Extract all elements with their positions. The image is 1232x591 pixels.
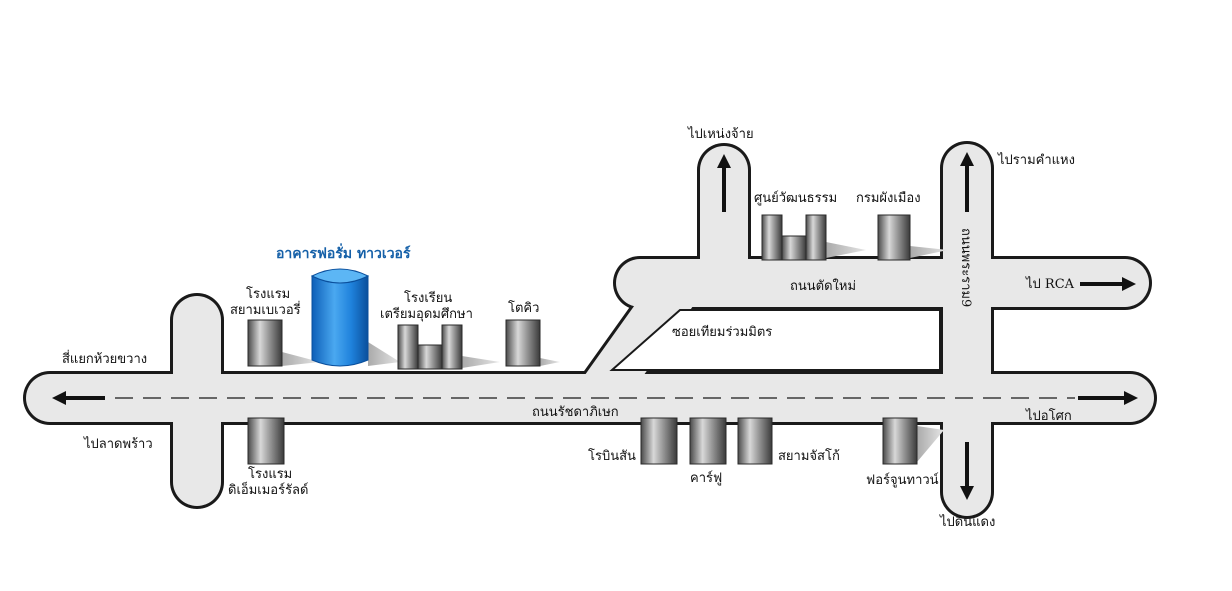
direction-south-label: ไปดินแดง <box>939 514 995 530</box>
building-cultural-3 <box>805 214 827 261</box>
direction-east-top-label: ไป RCA <box>1025 276 1075 292</box>
landmark-siam-bayview-line1: โรงแรม <box>246 286 290 302</box>
road-soi-label: ซอยเทียมร่วมมิตร <box>672 324 772 340</box>
building-triam-1 <box>397 324 419 370</box>
building-land-dept <box>877 214 911 261</box>
road-vertical-label: ถนนพระราม9 <box>958 228 973 307</box>
landmark-cultural: ศูนย์วัฒนธรรม <box>754 190 837 206</box>
building-cultural-1 <box>761 214 783 261</box>
building-carrefour <box>689 417 727 465</box>
direction-southwest-label: ไปลาดพร้าว <box>83 436 153 452</box>
direction-arrows <box>52 152 1138 500</box>
map-title: อาคารฟอรั่ม ทาวเวอร์ <box>276 243 411 262</box>
direction-north-label: ไปเหน่งจ้าย <box>687 126 754 142</box>
building-shadows <box>282 242 948 462</box>
building-jusco <box>737 417 773 465</box>
landmark-dm-resident-line2: ดิเอ็มเมอร์รัลด์ <box>228 480 308 498</box>
building-dm-resident <box>247 417 285 465</box>
landmark-dm-resident-line1: โรงแรม <box>248 466 292 482</box>
road-new-cut-label: ถนนตัดใหม่ <box>790 278 856 294</box>
landmark-triam-line2: เตรียมอุดมศึกษา <box>380 306 473 322</box>
landmark-robinson: โรบินสัน <box>588 448 636 464</box>
building-triam-3 <box>441 324 463 370</box>
direction-west-label: สี่แยกห้วยขวาง <box>62 350 147 367</box>
forum-tower-building <box>310 268 370 367</box>
landmark-jusco: สยามจัสโก้ <box>778 448 840 464</box>
road-main-label: ถนนรัชดาภิเษก <box>532 405 619 420</box>
landmark-siam-bayview-line2: สยามเบเวอรี่ <box>230 301 301 318</box>
building-cultural-2 <box>781 235 807 261</box>
landmark-fortune: ฟอร์จูนทาวน์ <box>866 472 939 488</box>
landmark-tokyu: โตคิว <box>508 300 539 316</box>
landmark-land-dept: กรมผังเมือง <box>856 190 921 206</box>
buildings <box>247 214 918 465</box>
landmark-carrefour: คาร์ฟู <box>690 470 722 486</box>
building-fortune <box>882 417 918 465</box>
building-robinson <box>640 417 678 465</box>
building-triam-2 <box>417 344 443 370</box>
building-siam-bayview <box>247 319 283 367</box>
city-block <box>609 309 941 371</box>
landmark-triam-line1: โรงเรียน <box>404 290 452 306</box>
direction-east-label: ไปอโศก <box>1025 408 1072 424</box>
direction-northeast-label: ไปรามคำแหง <box>997 152 1075 168</box>
building-tokyu <box>505 319 541 367</box>
